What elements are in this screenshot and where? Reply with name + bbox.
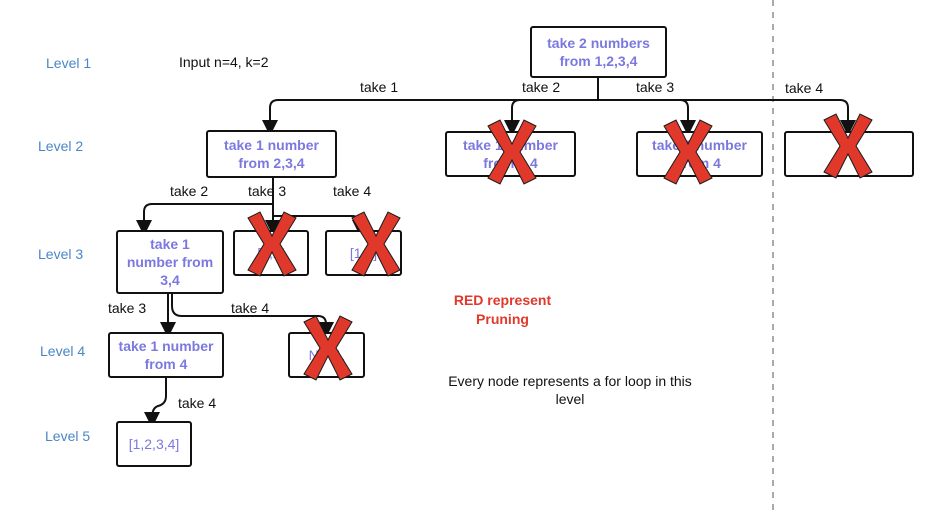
node-l2-b: take 1 number from 3,4 (445, 131, 576, 177)
edge-label-l2-take2: take 2 (170, 183, 209, 199)
edge-label-take1: take 1 (360, 79, 399, 95)
edge-root-take1 (262, 78, 599, 136)
edge-label-l3-take4: take 4 (231, 300, 270, 316)
edge-root-take2 (504, 99, 598, 136)
node-l4-b: NULL (288, 332, 365, 378)
edge-label-l3-take3: take 3 (108, 300, 147, 316)
edge-l2-take4 (273, 215, 368, 236)
node-l3-a: take 1 number from 3,4 (116, 230, 224, 294)
edge-l4-take4 (144, 378, 167, 428)
legend-line-1: RED represent (453, 292, 552, 308)
edge-l2-take2 (136, 178, 274, 236)
edge-label-l2-take4: take 4 (333, 183, 372, 199)
node-l5-a: [1,2,3,4] (116, 421, 192, 467)
edge-label-take2: take 2 (522, 79, 561, 95)
node-l3-c: [1,2] (325, 230, 402, 276)
edge-root-take3 (598, 99, 696, 136)
node-l4-a: take 1 number from 4 (108, 332, 224, 378)
level-1-label: Level 1 (46, 55, 92, 71)
edge-label-l2-take3: take 3 (248, 183, 287, 199)
edge-label-l4-take4: take 4 (178, 395, 217, 411)
level-2-label: Level 2 (38, 138, 84, 154)
node-root: take 2 numbers from 1,2,3,4 (530, 26, 667, 78)
edge-label-take3: take 3 (636, 79, 675, 95)
edge-root-take4 (598, 99, 856, 136)
note-text: Every node represents a for loop in this… (448, 373, 692, 407)
node-l3-b: [1,2] (233, 230, 309, 276)
legend-line-2: Pruning (476, 311, 529, 327)
node-l2-d (784, 131, 914, 177)
level-5-label: Level 5 (45, 428, 91, 444)
node-l2-c: take 1 number from 4 (636, 131, 763, 177)
node-l2-a: take 1 number from 2,3,4 (206, 130, 337, 178)
edge-label-take4: take 4 (785, 80, 824, 96)
level-3-label: Level 3 (38, 246, 84, 262)
level-4-label: Level 4 (40, 343, 86, 359)
input-label: Input n=4, k=2 (179, 54, 269, 70)
